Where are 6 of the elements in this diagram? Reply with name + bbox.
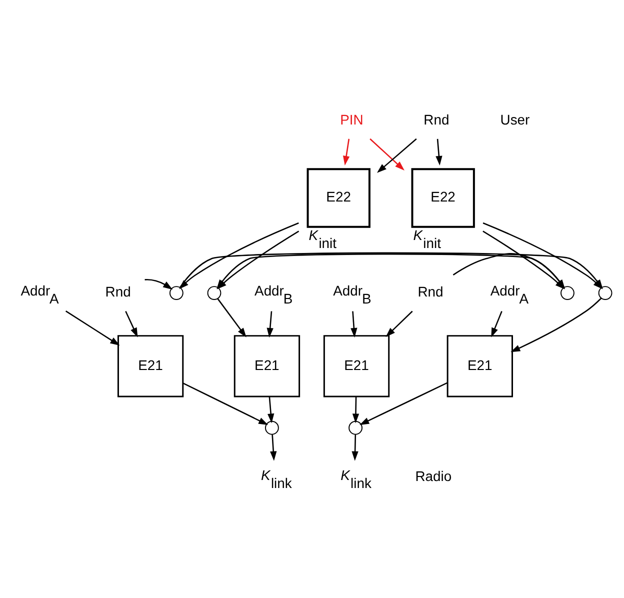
node-text: Rnd [424, 112, 450, 128]
label: Radio [415, 468, 452, 484]
label: User [500, 112, 530, 128]
node-text: Rnd [105, 284, 131, 300]
node-text: PIN [340, 112, 364, 128]
node-text: Rnd [418, 284, 444, 300]
